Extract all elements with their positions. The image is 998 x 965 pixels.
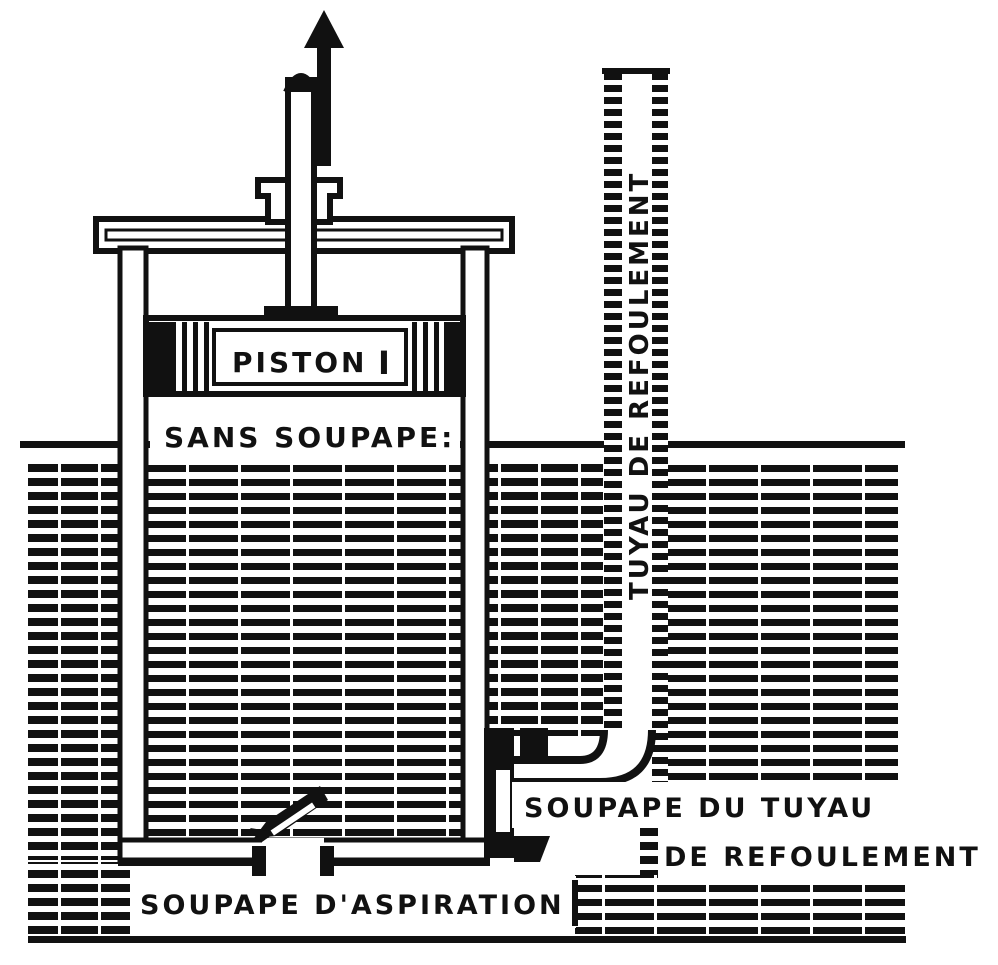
piston-label: PISTON xyxy=(232,346,367,379)
water-bottom-line xyxy=(28,936,906,943)
water-middle xyxy=(488,458,603,736)
soupape-du-tuyau-label-line1: SOUPAPE DU TUYAU xyxy=(524,793,875,824)
piston-rod xyxy=(255,73,343,320)
delivery-valve-flap xyxy=(520,728,548,760)
delivery-pipe-elbow xyxy=(491,729,656,786)
piston: PISTON I xyxy=(143,315,466,397)
delivery-pipe-right-wall xyxy=(652,70,668,785)
delivery-valve xyxy=(484,728,550,862)
soupape-aspiration-label: SOUPAPE D'ASPIRATION xyxy=(140,890,565,921)
cylinder-right-wall xyxy=(460,245,490,861)
delivery-pipe-channel xyxy=(622,74,652,774)
cylinder-left-wall xyxy=(117,245,149,861)
soupape-du-tuyau-label-group: SOUPAPE DU TUYAU DE REFOULEMENT xyxy=(512,782,988,878)
soupape-du-tuyau-label-line2: DE REFOULEMENT xyxy=(664,842,981,873)
water-bottom-left xyxy=(28,862,130,934)
suction-valve-flap xyxy=(254,786,328,838)
delivery-pipe-left-wall xyxy=(604,70,622,735)
piston-label-box xyxy=(212,328,408,386)
water-lower-right-bands xyxy=(640,826,660,878)
upward-arrow-icon xyxy=(304,10,344,166)
water-bottom-right xyxy=(575,875,905,935)
soupape-aspiration-label-group: SOUPAPE D'ASPIRATION xyxy=(130,876,578,928)
water-cylinder xyxy=(145,460,465,850)
rod-top xyxy=(283,73,319,94)
sans-soupape-label: SANS SOUPAPE: xyxy=(164,421,455,454)
suction-valve-opening xyxy=(262,838,324,868)
rod-shaft xyxy=(285,77,317,313)
water-left xyxy=(28,458,120,860)
sans-soupape-label-group: SANS SOUPAPE: xyxy=(150,410,460,454)
tuyau-de-refoulement-label: TUYAU DE REFOULEMENT xyxy=(625,171,655,600)
suction-valve xyxy=(250,786,334,876)
piston-mark: I xyxy=(378,344,393,382)
water-right xyxy=(668,458,898,783)
